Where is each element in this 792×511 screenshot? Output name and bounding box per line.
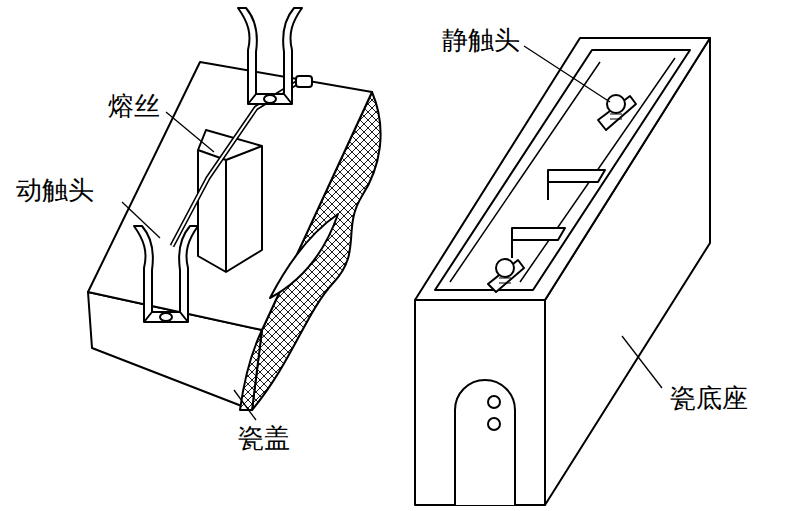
moving-contact	[238, 8, 302, 104]
leader-line	[524, 46, 610, 102]
leader-line	[234, 390, 256, 420]
base-partition	[548, 170, 605, 200]
contact-screw	[496, 259, 514, 277]
part-label: 熔丝	[106, 92, 162, 122]
static-contact	[488, 260, 524, 292]
terminal-screw	[296, 76, 312, 87]
cover-section	[240, 330, 262, 410]
porcelain-cover	[88, 8, 381, 410]
leader-line	[122, 202, 160, 238]
ridge-block	[198, 130, 262, 272]
leader-lines	[122, 46, 662, 420]
static-contact	[598, 96, 636, 130]
porcelain-base	[415, 38, 710, 505]
base-top-face	[415, 38, 710, 300]
fuse-wire	[172, 82, 298, 246]
cover-lens	[270, 214, 338, 298]
leader-line	[166, 112, 214, 152]
moving-contact	[134, 226, 198, 322]
base-hole	[488, 418, 500, 430]
part-label: 瓷盖	[236, 424, 292, 454]
base-slot	[455, 380, 515, 505]
part-label: 瓷底座	[668, 384, 750, 414]
cover-top-face	[88, 62, 372, 330]
contact-screw	[607, 95, 625, 113]
base-partition	[512, 228, 565, 258]
leader-line	[622, 336, 662, 388]
base-hole	[488, 396, 500, 408]
part-label: 动触头	[14, 176, 96, 206]
fuse-wire	[172, 82, 298, 246]
base-cavity	[435, 50, 690, 290]
part-label: 静触头	[440, 26, 522, 56]
base-front-face	[415, 300, 545, 505]
